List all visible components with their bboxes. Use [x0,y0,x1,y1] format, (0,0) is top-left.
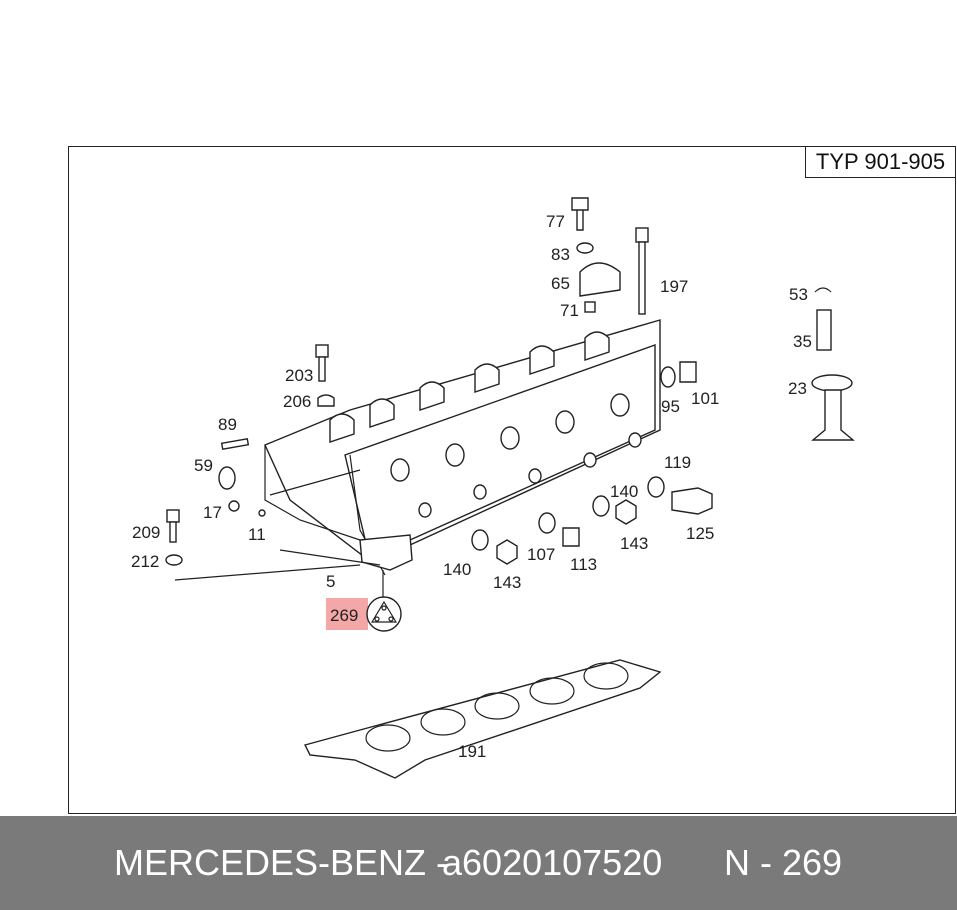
cylinder-head-drawing [264,319,661,576]
footer-part-number: a6020107520 [442,842,663,883]
part-269-drawing [326,596,402,632]
label-125: 125 [686,524,714,543]
label-83: 83 [551,245,570,264]
label-17: 17 [203,503,222,522]
footer-position: N - 269 [724,842,843,883]
label-11: 11 [248,525,266,544]
label-59: 59 [194,456,213,475]
label-119: 119 [664,453,691,472]
label-23: 23 [788,379,807,398]
label-206: 206 [283,392,311,411]
label-77: 77 [546,212,565,231]
label-95: 95 [661,397,680,416]
type-badge: TYP 901-905 [805,146,956,178]
head-gasket-drawing [303,659,662,779]
label-107: 107 [527,545,555,564]
label-113: 113 [570,555,597,574]
label-89: 89 [218,415,237,434]
leader-lines [174,469,384,598]
label-140b: 140 [443,560,471,579]
footer-brand: MERCEDES-BENZ - [114,842,449,883]
label-143b: 143 [493,573,521,592]
label-101: 101 [691,389,719,408]
label-209: 209 [132,523,160,542]
label-65: 65 [551,274,570,293]
small-parts-drawing [165,197,855,566]
label-203: 203 [285,366,313,385]
label-35: 35 [793,332,812,351]
label-53: 53 [789,285,808,304]
part-labels: 77 83 65 197 71 53 35 23 203 206 95 101 … [131,212,812,761]
footer-bar: MERCEDES-BENZ - a6020107520 N - 269 [0,816,957,910]
label-5: 5 [326,572,335,591]
label-143a: 143 [620,534,648,553]
label-197: 197 [660,277,688,296]
label-140a: 140 [610,482,638,501]
label-269: 269 [330,606,358,625]
label-191: 191 [458,742,486,761]
label-212: 212 [131,552,159,571]
exploded-parts-diagram: 77 83 65 197 71 53 35 23 203 206 95 101 … [131,197,855,779]
label-71: 71 [560,301,579,320]
